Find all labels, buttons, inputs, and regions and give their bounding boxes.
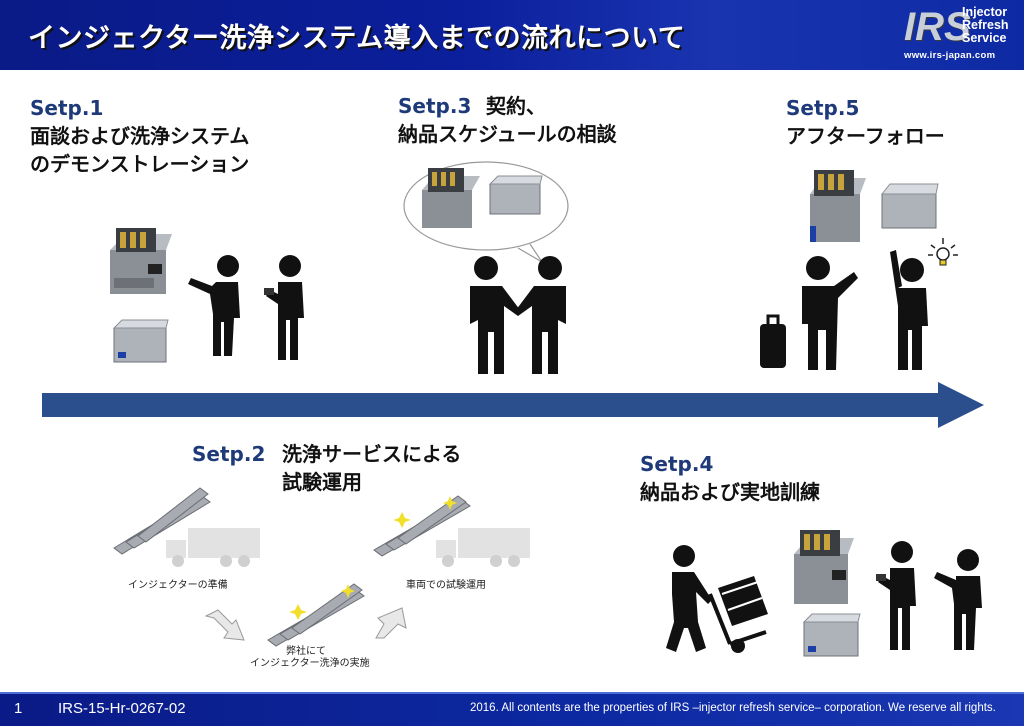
person-listening-icon [264, 255, 304, 360]
step2-line1: 洗浄サービスによる [282, 442, 462, 466]
step5-line1: アフターフォロー [786, 124, 945, 148]
truck-icon [166, 528, 260, 567]
sparkle-icon [289, 584, 355, 620]
step3-line2: 納品スケジュールの相談 [398, 122, 617, 146]
person-with-idea-icon [890, 250, 928, 370]
ultrasonic-tank-icon [112, 319, 169, 363]
ultrasonic-tank-icon [802, 613, 861, 657]
truck-icon [436, 528, 530, 567]
logo-line-3: Service [962, 31, 1007, 45]
label-vehicle-test: 車両での試験運用 [406, 580, 486, 591]
hand-truck-icon [708, 576, 768, 653]
cleaning-machine-icon [810, 170, 866, 242]
step4-title: Setp.4 [640, 452, 714, 476]
injectors-cleaned-icon [267, 583, 365, 647]
sparkle-icon [393, 496, 457, 528]
footer-bar: 1 IRS-15-Hr-0267-02 2016. All contents a… [0, 692, 1024, 726]
copyright-notice: 2016. All contents are the properties of… [470, 702, 996, 714]
flow-arrow-icon [375, 607, 407, 639]
person-presenting-icon [188, 255, 240, 356]
injectors-icon [113, 487, 211, 555]
injectors-cleaned-icon [373, 495, 471, 557]
step3-line1: 契約、 [486, 94, 546, 118]
delivery-person-icon [666, 545, 768, 653]
step1-line1: 面談および洗浄システム [30, 124, 250, 148]
logo-line-2: Refresh [962, 18, 1009, 32]
logo-line-1: Injector [962, 5, 1008, 19]
document-code: IRS-15-Hr-0267-02 [58, 700, 186, 717]
logo-url: www.irs-japan.com [904, 50, 996, 61]
label-injector-prep: インジェクターの準備 [128, 580, 228, 591]
step1-line2: のデモンストレーション [30, 152, 250, 176]
logo-mark: IRS [904, 5, 971, 49]
cleaning-machine-icon [110, 228, 172, 294]
label-ours-1: 弊社にて [286, 646, 326, 657]
step3-title: Setp.3 [398, 94, 472, 118]
step2-line2: 試験運用 [282, 470, 362, 494]
person-listening-icon [876, 541, 916, 650]
step5-title: Setp.5 [786, 96, 860, 120]
step2-title: Setp.2 [192, 442, 266, 466]
cleaning-machine-icon [422, 168, 480, 228]
irs-logo: IRS Injector Refresh Service www.irs-jap… [904, 4, 1020, 66]
flow-arrow-icon [204, 609, 245, 641]
speech-bubble-icon [403, 161, 569, 263]
label-ours-2: インジェクター洗浄の実施 [250, 658, 370, 669]
header-bar: インジェクター洗浄システム導入までの流れについて IRS Injector Re… [0, 0, 1024, 70]
page-title: インジェクター洗浄システム導入までの流れについて [28, 23, 686, 54]
traveller-with-suitcase-icon [760, 256, 858, 370]
ultrasonic-tank-icon [880, 183, 939, 229]
handshake-icon [470, 256, 566, 374]
person-presenting-icon [934, 549, 982, 650]
page-number: 1 [14, 700, 23, 717]
step1-title: Setp.1 [30, 96, 104, 120]
lightbulb-icon [928, 238, 958, 266]
logo-text: Injector Refresh Service [962, 6, 1009, 45]
cleaning-machine-icon [794, 530, 854, 604]
step4-line1: 納品および実地訓練 [640, 480, 820, 504]
ultrasonic-tank-icon [488, 175, 543, 215]
